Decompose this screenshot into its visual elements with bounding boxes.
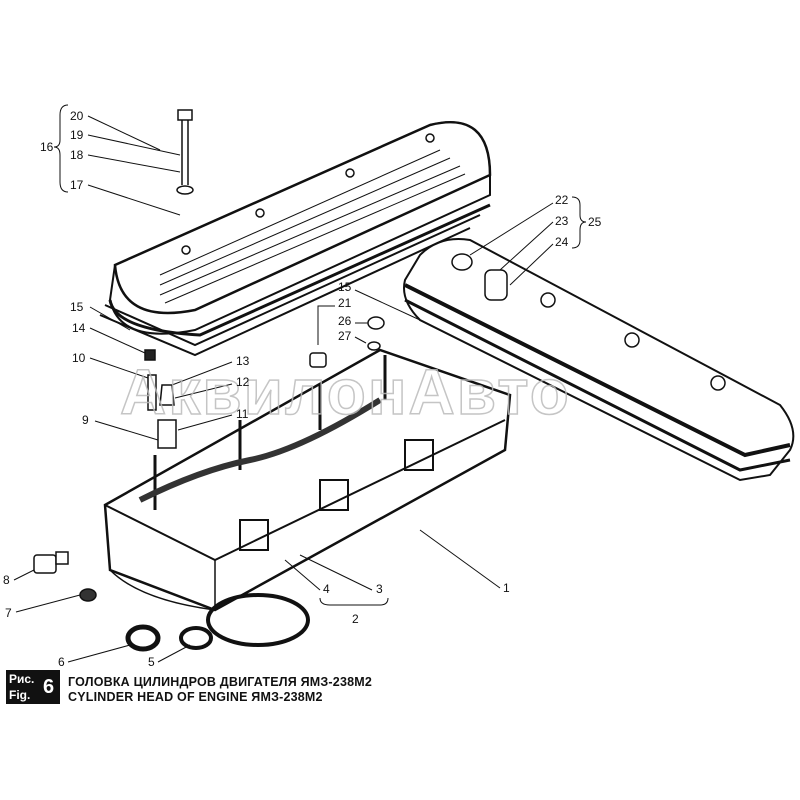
o-ring-4 [206,593,310,647]
left-valve-cover [108,120,492,337]
callout-23: 23 [555,214,569,228]
callout-22: 22 [555,193,569,207]
callout-19: 19 [70,128,84,142]
bolt-20 [176,109,194,195]
callout-4: 4 [323,582,330,596]
watermark: АквилонАвто [119,355,571,429]
leader-lines [13,104,587,663]
callout-10: 10 [72,351,86,365]
callout-11: 11 [236,407,249,421]
callout-25: 25 [588,215,602,229]
callout-13: 13 [236,354,250,368]
callout-12: 12 [236,375,250,389]
callout-18: 18 [70,148,84,162]
callout-15-left: 15 [70,300,84,314]
callout-15-right: 15 [338,280,352,294]
figure-prefix-en: Fig. [9,688,31,702]
callout-20: 20 [70,109,84,123]
callout-17: 17 [70,178,84,192]
callout-2: 2 [352,612,359,626]
figure-number: 6 [43,676,55,698]
callout-8: 8 [3,573,10,587]
callout-16: 16 [40,140,54,154]
caption-ru: ГОЛОВКА ЦИЛИНДРОВ ДВИГАТЕЛЯ ЯМЗ-238М2 [68,675,373,689]
callout-21: 21 [338,296,352,310]
callout-24: 24 [555,235,569,249]
caption-en: CYLINDER HEAD OF ENGINE ЯМЗ-238М2 [68,690,323,704]
callout-27: 27 [338,329,352,343]
callout-26: 26 [338,314,352,328]
callout-5: 5 [148,655,155,669]
figure-prefix-ru: Рис. [9,672,35,686]
callout-14: 14 [72,321,86,335]
gaskets [99,214,481,357]
callout-6: 6 [58,655,65,669]
callout-7: 7 [5,606,12,620]
right-valve-cover [403,238,795,482]
figure-badge: Рис. Fig. 6 [6,670,60,704]
callout-1: 1 [503,581,510,595]
callout-3: 3 [376,582,383,596]
callout-9: 9 [82,413,89,427]
small-parts [33,316,385,652]
